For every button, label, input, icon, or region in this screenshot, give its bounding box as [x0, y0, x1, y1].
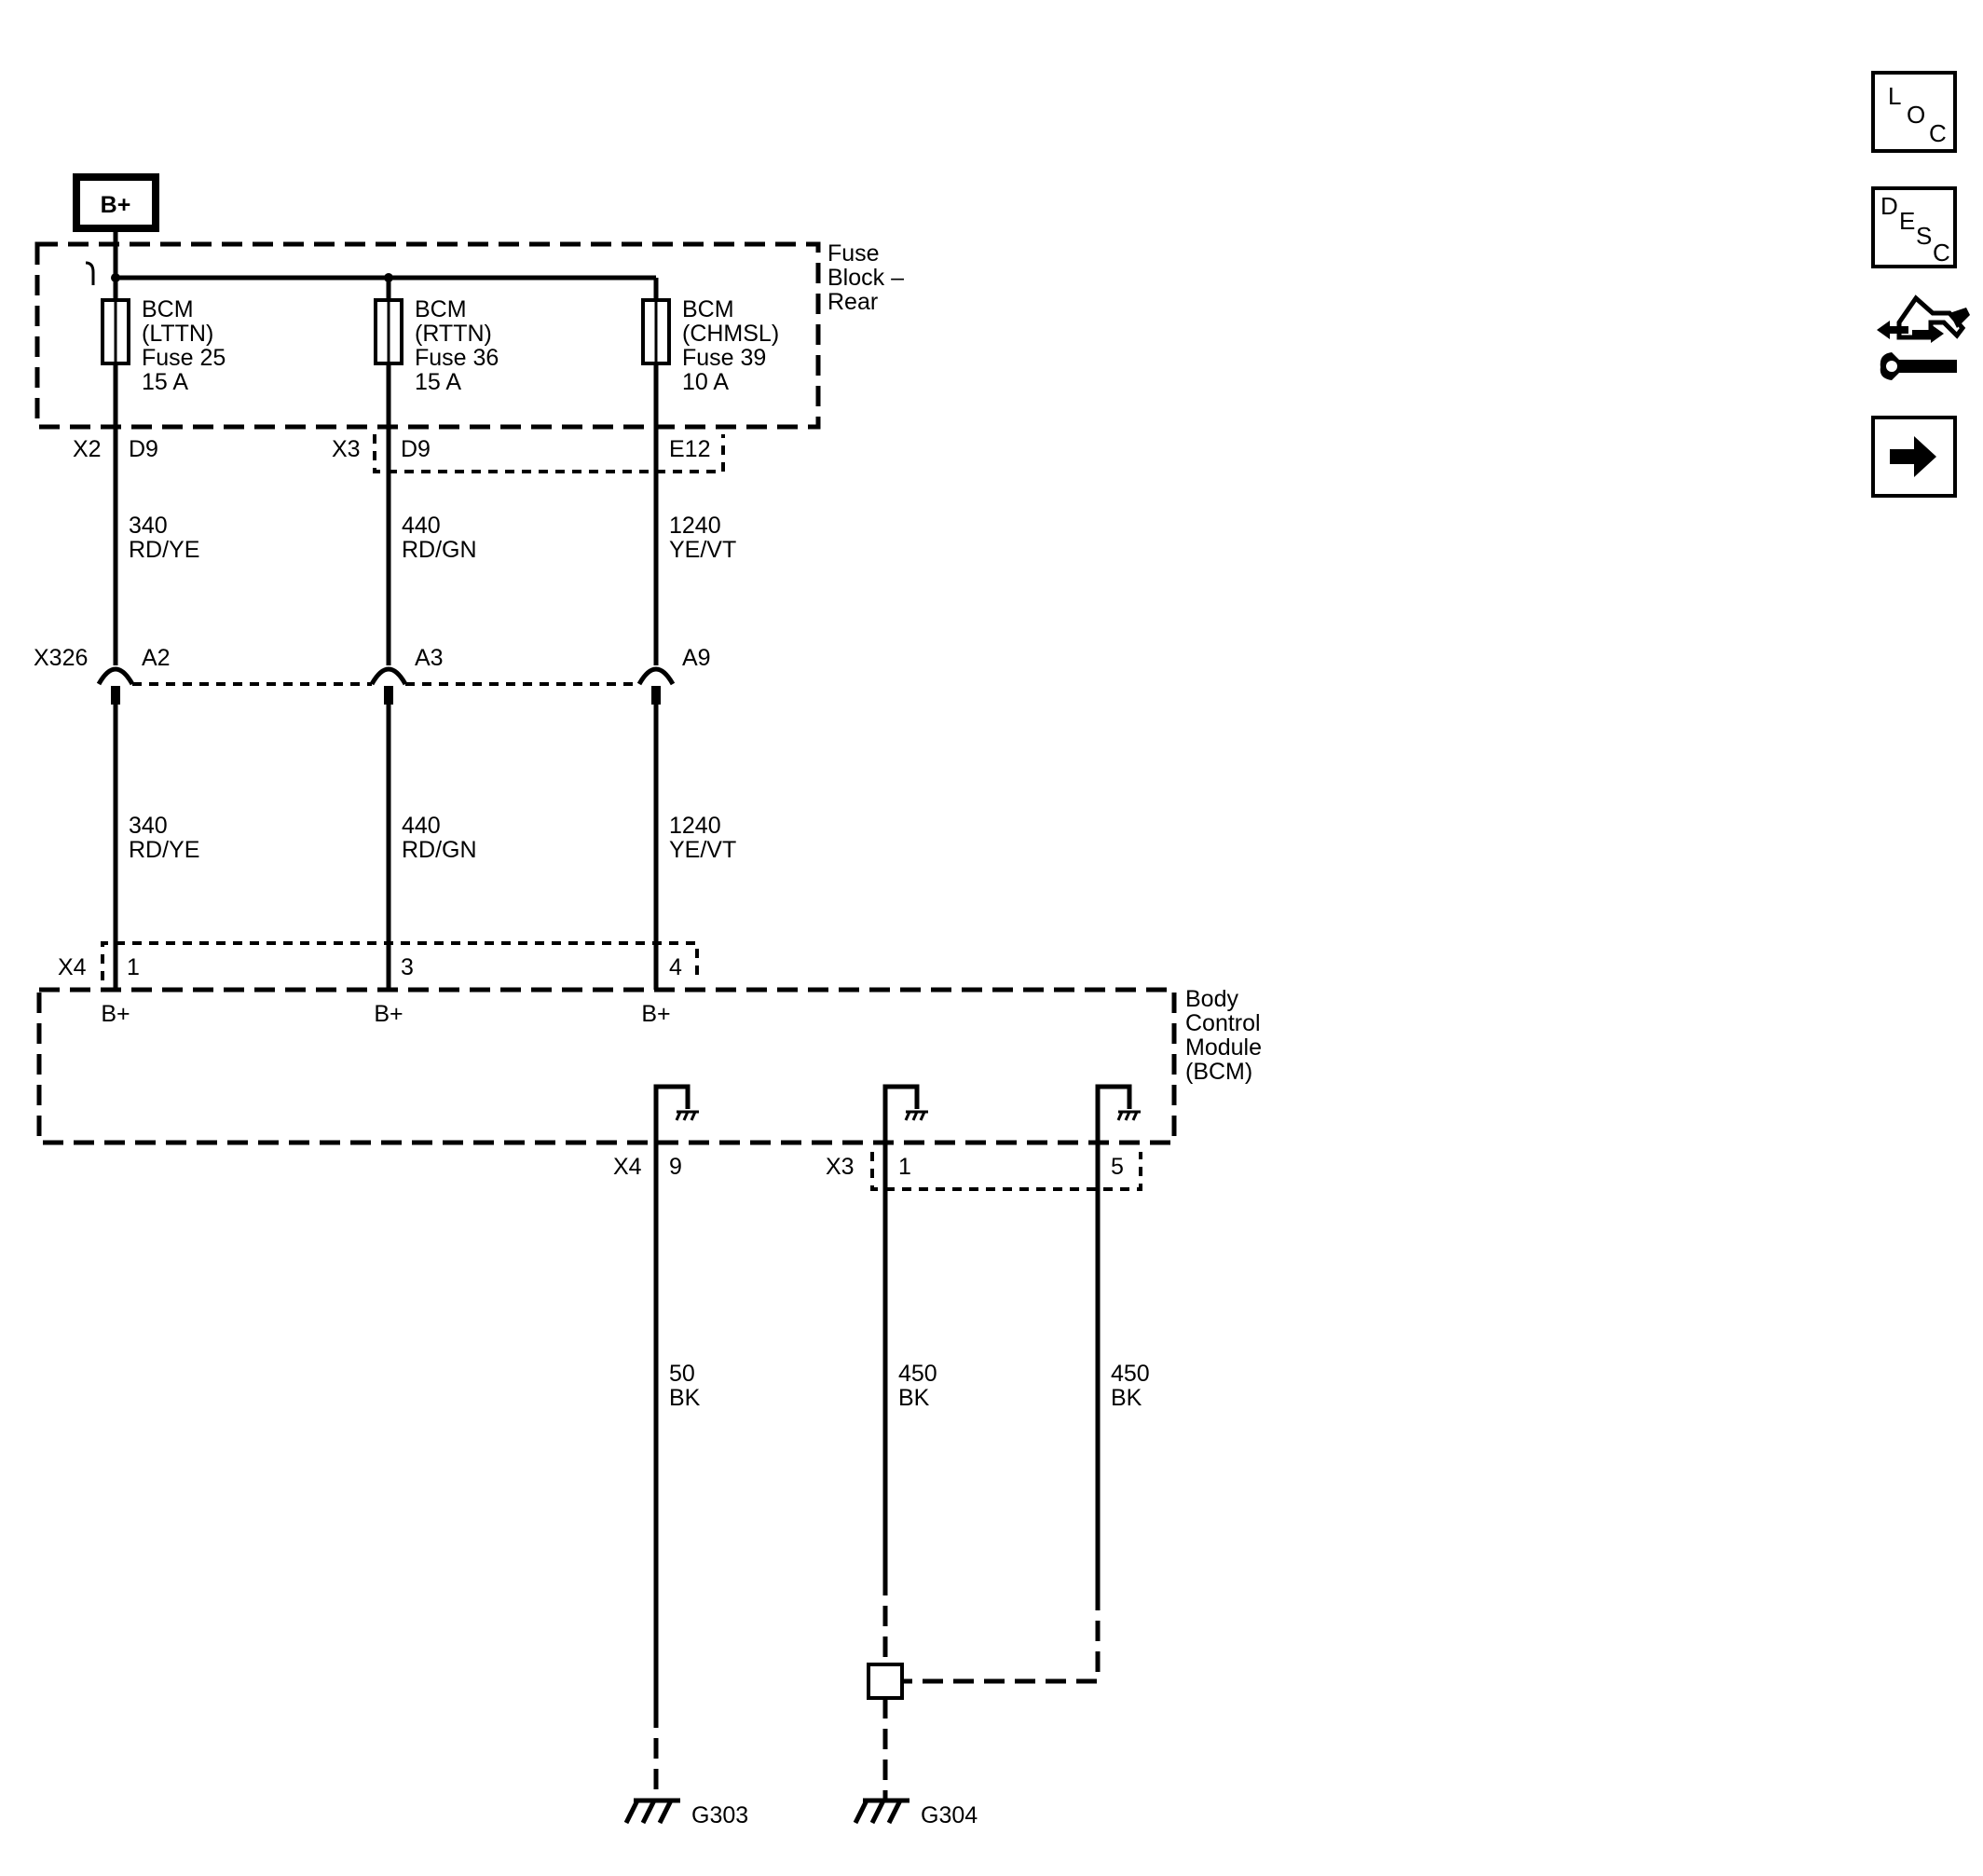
loc-letter-l: L [1888, 82, 1902, 110]
bcm-internal-ground-2 [882, 1084, 928, 1143]
bcm-ground-pin-b1: 1 [898, 1154, 911, 1180]
loc-letter-o: O [1907, 101, 1926, 129]
fuse-1-name: BCM [142, 296, 194, 322]
fuse-36 [374, 298, 403, 365]
upper-wire-3-circuit: 1240 [669, 513, 721, 539]
upper-wire-1-color: RD/YE [129, 537, 199, 563]
fuse-connector-x3: X3 [332, 436, 361, 462]
bcm-b-plus-3: B+ [641, 1001, 670, 1027]
ground-g304-label: G304 [921, 1802, 978, 1828]
arrow-right-icon [1890, 436, 1936, 477]
ground-wire-1-circuit: 50 [669, 1361, 695, 1387]
ground-wire-1-color: BK [669, 1385, 701, 1411]
bcm-outline [36, 987, 1177, 1145]
fuse-2-rating: 15 A [415, 369, 461, 395]
bcm-ground-connector-b: X3 [826, 1154, 855, 1180]
fuse-3-circuit: (CHMSL) [682, 321, 779, 347]
bcm-input-connector: X4 [58, 954, 87, 980]
fuse-block-label-1: Fuse [827, 240, 880, 267]
ground-wire-2-color: BK [898, 1385, 930, 1411]
lower-wire-3-circuit: 1240 [669, 813, 721, 839]
connector-repair-button[interactable] [1871, 294, 1974, 397]
ground-g303-label: G303 [691, 1802, 748, 1828]
ground-splice-pack [867, 1663, 904, 1700]
upper-wire-1-circuit: 340 [129, 513, 168, 539]
battery-power-label: B+ [101, 192, 131, 218]
fuse-pin-3: E12 [669, 436, 710, 462]
connector-wrench-icon [1877, 294, 1970, 380]
fuse-1-fuse: Fuse 25 [142, 345, 226, 371]
bcm-input-pin-1: 1 [127, 954, 140, 980]
fuse-2-fuse: Fuse 36 [415, 345, 499, 371]
upper-wire-3-color: YE/VT [669, 537, 736, 563]
lower-wire-3-color: YE/VT [669, 837, 736, 863]
bcm-internal-ground-1 [653, 1084, 699, 1143]
lower-wire-2-color: RD/GN [402, 837, 477, 863]
bcm-ground-pin-a: 9 [669, 1154, 682, 1180]
ground-g303-icon [623, 1798, 680, 1825]
upper-wire-2-color: RD/GN [402, 537, 477, 563]
bcm-label-2: Control [1185, 1010, 1261, 1036]
inline-pin-2: A3 [415, 645, 444, 671]
inline-connector-name: X326 [34, 645, 88, 671]
desc-letter-e: E [1899, 207, 1916, 235]
ground-wire-2-circuit: 450 [898, 1361, 937, 1387]
fuse-pin-1: D9 [129, 436, 158, 462]
loc-letter-c: C [1929, 119, 1947, 147]
bcm-ground-connector-a: X4 [613, 1154, 642, 1180]
bcm-b-plus-1: B+ [101, 1001, 130, 1027]
inline-connector-x326 [96, 666, 676, 705]
lower-wire-1-color: RD/YE [129, 837, 199, 863]
ground-wire-3-circuit: 450 [1111, 1361, 1150, 1387]
bcm-label-3: Module [1185, 1034, 1262, 1061]
bcm-internal-ground-3 [1095, 1084, 1141, 1143]
desc-letter-s: S [1916, 222, 1933, 250]
ground-g304-icon [853, 1798, 909, 1825]
bcm-ground-pin-b2: 5 [1111, 1154, 1124, 1180]
lower-wire-2-circuit: 440 [402, 813, 441, 839]
fuse-3-rating: 10 A [682, 369, 729, 395]
desc-letter-c: C [1933, 239, 1950, 267]
bcm-label-1: Body [1185, 986, 1238, 1012]
bcm-input-pin-2: 3 [401, 954, 414, 980]
fuse-3-fuse: Fuse 39 [682, 345, 766, 371]
fuse-39 [641, 298, 671, 365]
location-button[interactable]: L O C [1871, 71, 1957, 153]
fuse-2-circuit: (RTTN) [415, 321, 492, 347]
fuse-1-rating: 15 A [142, 369, 188, 395]
next-page-button[interactable] [1871, 416, 1957, 498]
fuse-block-label-2: Block – [827, 265, 904, 291]
bcm-label-4: (BCM) [1185, 1059, 1252, 1085]
ground-wire-3-color: BK [1111, 1385, 1142, 1411]
fuse-connector-x2: X2 [73, 436, 102, 462]
fuse-pin-2: D9 [401, 436, 431, 462]
description-button[interactable]: D E S C [1871, 186, 1957, 268]
upper-wire-2-circuit: 440 [402, 513, 441, 539]
lower-wire-1-circuit: 340 [129, 813, 168, 839]
fuse-3-name: BCM [682, 296, 734, 322]
fuse-25 [101, 298, 130, 365]
fuse-block-label-3: Rear [827, 289, 878, 315]
fuse-2-name: BCM [415, 296, 467, 322]
x3-connector-outline [373, 434, 725, 473]
bcm-x3-ground-outline [870, 1152, 1142, 1191]
bcm-b-plus-2: B+ [374, 1001, 403, 1027]
desc-letter-d: D [1880, 192, 1898, 220]
bcm-input-pin-3: 4 [669, 954, 682, 980]
fuse-1-circuit: (LTTN) [142, 321, 213, 347]
fuse-block-outline [34, 241, 821, 430]
inline-pin-3: A9 [682, 645, 711, 671]
inline-pin-1: A2 [142, 645, 171, 671]
bcm-x4-input-outline [101, 941, 699, 980]
